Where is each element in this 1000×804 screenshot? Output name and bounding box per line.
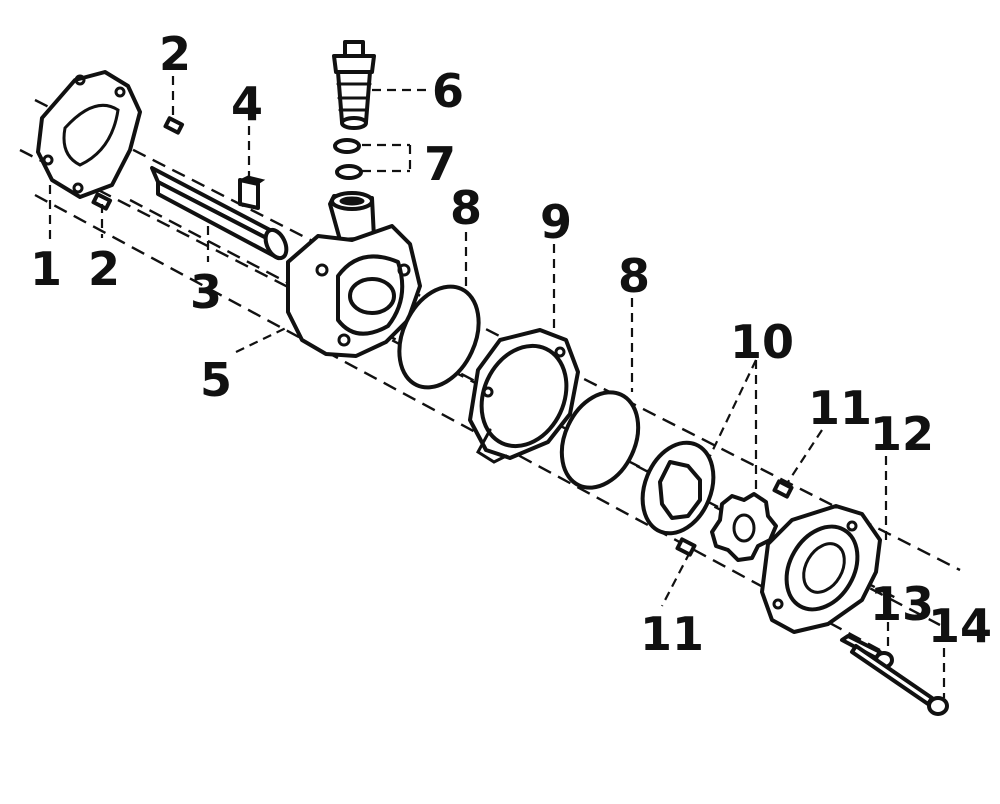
part-8-o-ring-upper	[397, 284, 481, 390]
callout-8-lower: 8	[618, 249, 650, 303]
part-1-end-plate	[36, 70, 142, 199]
part-2-dowel-pins	[91, 116, 185, 211]
part-10-inner-rotor	[710, 492, 778, 562]
part-4-key	[238, 175, 266, 210]
part-3-shaft	[150, 166, 289, 261]
part-8-o-ring-lower	[559, 390, 641, 490]
part-11-pins	[675, 479, 794, 557]
part-10-outer-rotor	[640, 440, 716, 536]
leader-lines	[48, 76, 946, 698]
callout-2-lower: 2	[88, 242, 120, 296]
callout-labels: 1 2 2 3 4 5 6 7 8 8 9 10 11 11 12 13 14	[30, 27, 992, 661]
callout-7: 7	[424, 137, 456, 191]
part-5-pump-housing	[286, 191, 422, 358]
callout-11-lower: 11	[640, 607, 704, 661]
callout-1: 1	[30, 242, 62, 296]
part-7-sealing-rings	[333, 138, 363, 180]
callout-8-upper: 8	[450, 181, 482, 235]
callout-11-upper: 11	[808, 381, 872, 435]
part-14-long-bolt	[850, 644, 949, 716]
callout-2-upper: 2	[159, 27, 191, 81]
callout-4: 4	[231, 77, 263, 131]
callout-9: 9	[540, 195, 572, 249]
callout-5: 5	[200, 353, 232, 407]
callout-10: 10	[730, 315, 794, 369]
callout-12: 12	[870, 407, 934, 461]
callout-13: 13	[870, 577, 934, 631]
callout-6: 6	[432, 64, 464, 118]
part-12-cover	[760, 504, 882, 634]
callout-14: 14	[928, 599, 992, 653]
callout-3: 3	[190, 265, 222, 319]
part-6-relief-valve	[332, 40, 376, 130]
part-9-pump-ring	[468, 328, 580, 464]
